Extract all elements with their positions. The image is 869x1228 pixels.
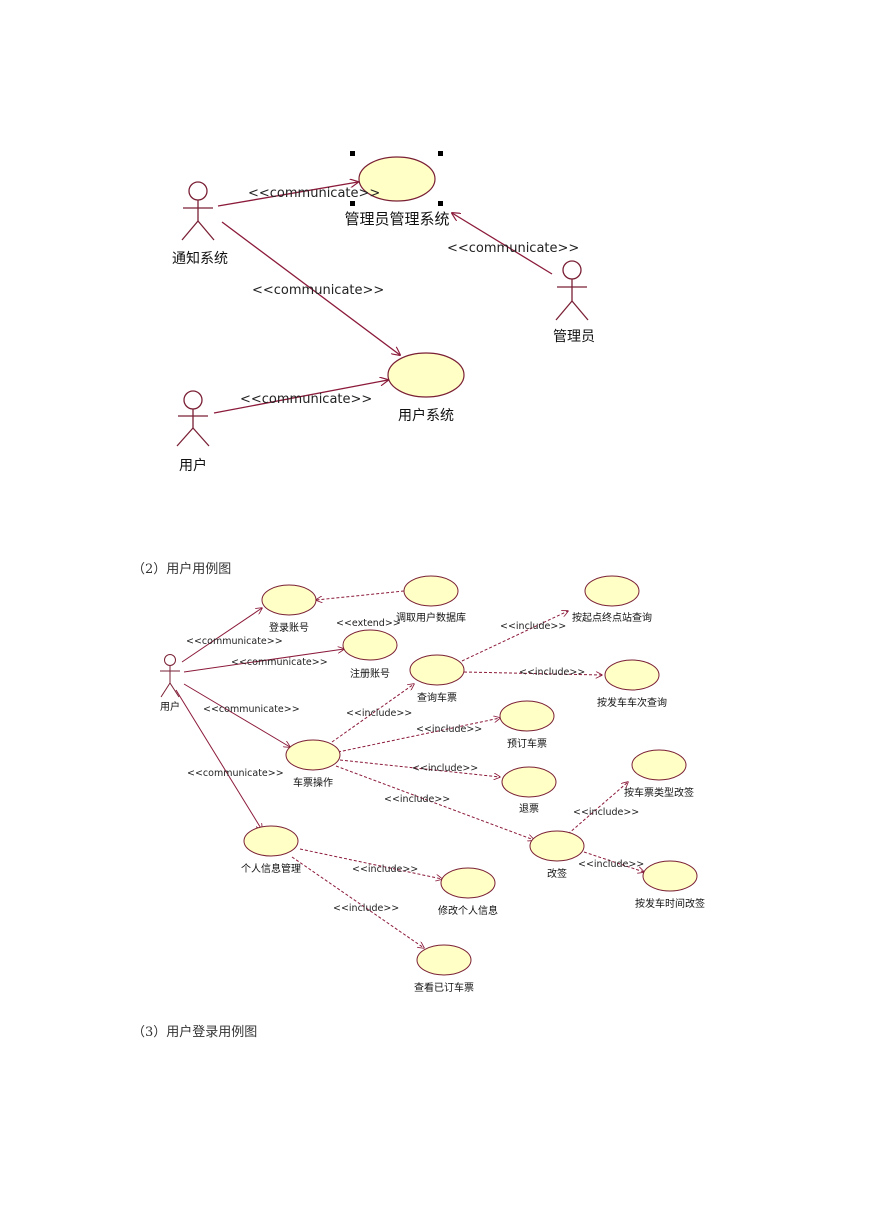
usecase-ticket-ops-label: 车票操作 <box>293 776 333 789</box>
stereotype-notify-user: <<communicate>> <box>252 283 384 298</box>
assoc-notify-user-sys <box>221 221 400 355</box>
actor-admin-label: 管理员 <box>553 329 595 345</box>
usecase-admin-system-label: 管理员管理系统 <box>344 210 449 228</box>
dep-include-query-train <box>463 672 602 675</box>
actor-admin[interactable] <box>555 260 589 321</box>
actor-user-2[interactable] <box>160 654 180 698</box>
dep-include-change-type <box>567 782 628 835</box>
stereotype-inc-time: <<include>> <box>578 859 644 870</box>
assoc-notify-admin-sys <box>217 182 358 207</box>
usecase-change[interactable] <box>529 830 585 862</box>
dep-include-profile-view <box>291 856 424 948</box>
usecase-by-station-label: 按起点终点站查询 <box>572 611 652 624</box>
assoc-user-login <box>181 608 262 663</box>
usecase-change-label: 改签 <box>547 867 567 880</box>
assoc-user-ops <box>183 683 290 747</box>
usecase-login-label: 登录账号 <box>269 621 309 634</box>
stereotype-user: <<communicate>> <box>240 392 372 407</box>
usecase-query[interactable] <box>409 654 465 686</box>
stereotype-inc-change: <<include>> <box>384 794 450 805</box>
usecase-profile-label: 个人信息管理 <box>241 862 301 875</box>
usecase-book[interactable] <box>499 700 555 732</box>
dep-include-change-time <box>583 851 644 872</box>
usecase-fetch-db[interactable] <box>403 575 459 607</box>
stereotype-comm-login: <<communicate>> <box>186 636 283 647</box>
usecase-fetch-db-label: 调取用户数据库 <box>396 611 466 624</box>
section-caption-user-use-case: （2）用户用例图 <box>132 562 232 577</box>
assoc-admin-admin-sys <box>452 213 553 275</box>
usecase-register-label: 注册账号 <box>350 667 390 680</box>
dep-include-ops-query <box>331 684 414 743</box>
usecase-view-booked-label: 查看已订车票 <box>414 981 474 994</box>
usecase-by-type-label: 按车票类型改签 <box>624 786 694 799</box>
diagram-system-overview: 通知系统 管理员 用户 管理员管理系统 用户系统 <<communicate>>… <box>172 151 595 474</box>
section-caption-login-use-case: （3）用户登录用例图 <box>132 1025 258 1040</box>
usecase-user-system[interactable] <box>387 352 465 398</box>
stereotype-inc-station: <<include>> <box>500 621 566 632</box>
actor-user-label: 用户 <box>179 457 207 474</box>
stereotype-extend: <<extend>> <box>336 618 401 629</box>
usecase-refund[interactable] <box>501 766 557 798</box>
stereotype-admin: <<communicate>> <box>447 241 579 256</box>
usecase-login[interactable] <box>261 584 317 616</box>
usecase-by-train-label: 按发车车次查询 <box>597 696 667 709</box>
usecase-ticket-ops[interactable] <box>285 739 341 771</box>
usecase-by-train[interactable] <box>604 659 660 691</box>
actor-notify-label: 通知系统 <box>172 250 228 267</box>
selection-handles <box>350 151 443 206</box>
dep-include-ops-change <box>335 765 534 840</box>
dep-include-query-station <box>461 611 568 662</box>
usecase-edit-profile-label: 修改个人信息 <box>438 904 498 917</box>
stereotype-inc-refund: <<include>> <box>412 763 478 774</box>
actor-user-2-label: 用户 <box>160 700 180 713</box>
actor-user[interactable] <box>176 390 210 447</box>
stereotype-inc-edit: <<include>> <box>352 864 418 875</box>
assoc-user-user-sys <box>213 380 388 414</box>
stereotype-inc-type: <<include>> <box>573 807 639 818</box>
usecase-by-time-label: 按发车时间改签 <box>635 897 705 910</box>
stereotype-comm-ops: <<communicate>> <box>203 704 300 715</box>
usecase-profile[interactable] <box>243 825 299 857</box>
dep-extend-fetch-login <box>316 590 405 600</box>
usecase-query-label: 查询车票 <box>417 691 457 704</box>
assoc-user-profile <box>175 689 262 830</box>
stereotype-comm-register: <<communicate>> <box>231 657 328 668</box>
usecase-user-system-label: 用户系统 <box>398 407 454 424</box>
dep-include-profile-edit <box>299 848 442 879</box>
usecase-by-station[interactable] <box>584 575 640 607</box>
usecase-book-label: 预订车票 <box>507 737 547 750</box>
usecase-refund-label: 退票 <box>519 803 539 815</box>
diagram-user-use-cases: 用户 登录账号 调取用户数据库 注册账号 查询车票 按起点终点站查询 按发车车次… <box>160 575 705 994</box>
assoc-user-register <box>183 649 344 673</box>
usecase-admin-system[interactable] <box>358 156 436 202</box>
stereotype-inc-query: <<include>> <box>346 708 412 719</box>
dep-include-ops-refund <box>339 759 500 777</box>
usecase-view-booked[interactable] <box>416 944 472 976</box>
stereotype-notify-admin: <<communicate>> <box>248 186 380 201</box>
dep-include-ops-book <box>337 718 500 753</box>
stereotype-inc-train: <<include>> <box>519 667 585 678</box>
actor-notify-system[interactable] <box>181 181 215 241</box>
usecase-register[interactable] <box>342 629 398 661</box>
usecase-by-type[interactable] <box>631 749 687 781</box>
usecase-by-time[interactable] <box>642 860 698 892</box>
stereotype-inc-view: <<include>> <box>333 903 399 914</box>
usecase-edit-profile[interactable] <box>440 867 496 899</box>
stereotype-comm-profile: <<communicate>> <box>187 768 284 779</box>
stereotype-inc-book: <<include>> <box>416 724 482 735</box>
